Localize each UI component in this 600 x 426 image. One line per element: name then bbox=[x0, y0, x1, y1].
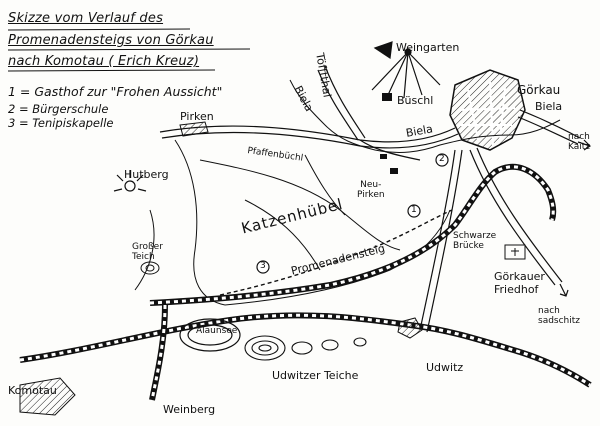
label-schwarze-bruecke: Schwarze Brücke bbox=[453, 231, 497, 251]
marker-2-label: 2 bbox=[439, 154, 445, 164]
hutberg-marker bbox=[113, 170, 147, 192]
label-neu-pirken: Neu- Pirken bbox=[357, 180, 385, 201]
label-goerkau: Görkau bbox=[517, 83, 561, 97]
label-hutberg: Hutberg bbox=[124, 168, 169, 181]
goerkau-town bbox=[449, 69, 526, 151]
label-komotau: Komotau bbox=[8, 384, 57, 397]
label-alaunsee: Alaunsee bbox=[196, 326, 238, 336]
label-udwitzer-teiche: Udwitzer Teiche bbox=[272, 369, 359, 382]
label-bueschl: Büschl bbox=[397, 94, 434, 107]
friedhof-marker bbox=[504, 244, 526, 260]
udwitzer-teiche-ponds bbox=[244, 335, 367, 361]
marker-circles bbox=[256, 153, 449, 274]
direction-arrows bbox=[559, 139, 591, 297]
weingarten-marker bbox=[371, 41, 441, 99]
label-nach-sadschitz: nach sadschitz bbox=[538, 306, 581, 326]
title-underlines bbox=[7, 28, 251, 72]
label-udwitz: Udwitz bbox=[426, 361, 464, 374]
label-grosser-teich: Großer Teich bbox=[132, 242, 163, 262]
udwitz-village bbox=[397, 317, 423, 339]
title-line-3: nach Komotau ( Erich Kreuz) bbox=[8, 54, 200, 69]
biela-stream bbox=[289, 79, 561, 153]
legend-item-3: 3 = Tenipiskapelle bbox=[8, 116, 114, 130]
alaunsee-lake bbox=[179, 318, 241, 352]
title-line-2: Promenadensteigs von Görkau bbox=[8, 33, 214, 48]
label-goerkauer-friedhof: Görkauer Friedhof bbox=[494, 270, 545, 297]
label-pirken: Pirken bbox=[180, 110, 214, 123]
legend-item-1: 1 = Gasthof zur "Frohen Aussicht" bbox=[8, 84, 223, 99]
label-weingarten: Weingarten bbox=[396, 41, 460, 54]
neu-pirken-house bbox=[380, 154, 387, 159]
marker-1-label: 1 bbox=[411, 205, 417, 215]
label-weinberg: Weinberg bbox=[163, 403, 216, 416]
pirken-village bbox=[179, 121, 209, 137]
legend-item-2: 2 = Bürgerschule bbox=[8, 102, 109, 116]
label-nach-kaitz: nach Kaitz bbox=[568, 132, 591, 152]
marker-3-label: 3 bbox=[260, 261, 266, 271]
promenadensteig-path bbox=[219, 209, 453, 296]
title-line-1: Skizze vom Verlauf des bbox=[8, 11, 164, 26]
railway bbox=[19, 163, 592, 401]
label-biela-east: Biela bbox=[535, 100, 563, 113]
komotau-town bbox=[19, 377, 76, 416]
bueschl-building bbox=[382, 93, 392, 101]
neu-pirken-house bbox=[390, 168, 398, 174]
grosser-teich-pond bbox=[140, 261, 160, 275]
